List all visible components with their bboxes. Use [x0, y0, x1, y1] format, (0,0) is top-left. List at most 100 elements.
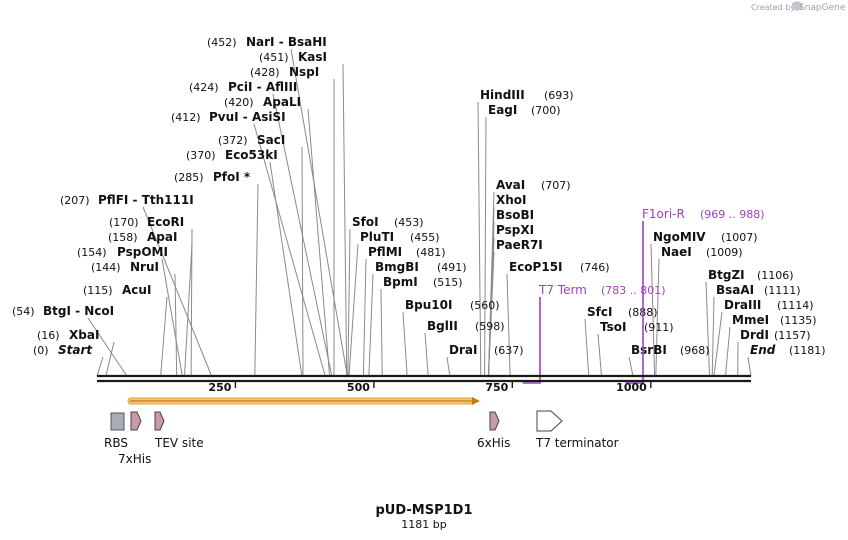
- ruler-tick-label: 750: [485, 381, 508, 394]
- site-name: DrdI: [740, 328, 769, 342]
- feature-6xhis: 6xHis: [477, 411, 510, 450]
- cut-line-pcii-afliii: [272, 93, 333, 377]
- site-position: (693): [544, 89, 574, 102]
- primer-binding-mark: [522, 297, 541, 384]
- snapgene-credit: Created by SnapGene: [751, 1, 846, 13]
- cut-line-pluti: [348, 243, 359, 377]
- ruler-tick-label: 500: [347, 381, 370, 394]
- site-position: (1181): [789, 344, 826, 357]
- site-name: Eco53kI: [225, 148, 278, 162]
- site-position: (144): [91, 261, 121, 274]
- site-end: End (1181): [750, 343, 826, 357]
- site-pflfi-tth111i: (207)PflFI - Tth111I: [60, 193, 194, 207]
- cut-line-bpu10i: [402, 311, 408, 377]
- site-name: Bpu10I: [405, 298, 452, 312]
- site-name: PflMI: [368, 245, 402, 259]
- site-labels: (0)Start(16)XbaI(54)BtgI - NcoI(115)AcuI…: [12, 35, 826, 357]
- site-position: (372): [218, 134, 248, 147]
- site-position: (16): [37, 329, 60, 342]
- site-position: (968): [680, 344, 710, 357]
- cut-line-bglii: [424, 332, 429, 377]
- feature-t7-terminator: T7 terminator: [535, 410, 619, 450]
- feature-tev-site-label: TEV site: [154, 436, 204, 450]
- site-name: End: [750, 343, 776, 357]
- site-acui: (115)AcuI: [83, 283, 151, 297]
- cut-line-ecori: [190, 228, 193, 377]
- site-position: (452): [207, 36, 237, 49]
- site-tsoi: TsoI(911): [600, 320, 674, 334]
- site-position: (170): [109, 216, 139, 229]
- ruler-tick-label: 1000: [616, 381, 647, 394]
- site-name: DraIII: [724, 298, 761, 312]
- feature-7xhis-label: 7xHis: [118, 452, 151, 466]
- site-name: TsoI: [600, 320, 626, 334]
- site-position: (0): [33, 344, 49, 357]
- cut-line-nrui: [174, 273, 178, 377]
- site-position: (424): [189, 81, 219, 94]
- site-position: (1135): [780, 314, 817, 327]
- primer-f1ori-r: F1ori-R(969 .. 988): [625, 207, 765, 384]
- site-drdi: DrdI(1157): [740, 328, 811, 342]
- site-name: PflFI - Tth111I: [98, 193, 194, 207]
- plasmid-length: 1181 bp: [401, 518, 446, 531]
- site-pspomi: (154)PspOMI: [77, 245, 168, 259]
- site-sfci: SfcI(888): [587, 305, 658, 319]
- site-pflmi: PflMI (481): [368, 245, 446, 259]
- site-pfoi: (285)PfoI *: [174, 170, 251, 184]
- site-nspi: (428)NspI: [250, 65, 319, 79]
- site-name: XhoI: [496, 193, 527, 207]
- site-name: NarI - BsaHI: [246, 35, 327, 49]
- site-apai: (158)ApaI: [108, 230, 177, 244]
- cut-lines: [87, 48, 752, 377]
- site-name: PaeR7I: [496, 238, 543, 252]
- site-ecori: (170) EcoRI: [109, 215, 184, 229]
- ruler-tick-250: 250: [208, 381, 237, 394]
- site-name: EcoP15I: [509, 260, 563, 274]
- cut-line-apali: [307, 108, 331, 377]
- primer-t7-term: T7 Term(783 .. 801): [522, 283, 666, 384]
- site-position: (158): [108, 231, 138, 244]
- site-name: HindIII: [480, 88, 525, 102]
- site-position: (481): [416, 246, 446, 259]
- feature-tev-site: TEV site: [154, 411, 204, 450]
- site-naei: NaeI (1009): [661, 245, 743, 259]
- site-name: EcoRI: [147, 215, 184, 229]
- site-name: KasI: [298, 50, 327, 64]
- site-kasi: (451) KasI: [259, 50, 327, 64]
- cut-line-pflfi-tth111i: [142, 206, 213, 377]
- cut-line-bpmi: [380, 288, 383, 377]
- cut-line-btgzi: [705, 281, 710, 377]
- plasmid-title: pUD-MSP1D1: [376, 503, 473, 518]
- site-pvui-asisi: (412)PvuI - AsiSI: [171, 110, 286, 124]
- cut-line-btgi-ncoi: [87, 317, 128, 377]
- site-name: BglII: [427, 319, 458, 333]
- sequence-backbone: [97, 374, 751, 383]
- site-nrui: (144)NruI: [91, 260, 159, 274]
- credit-brand: SnapGene: [799, 3, 846, 13]
- ruler: 250 500 750 1000: [208, 381, 652, 394]
- site-name: NaeI: [661, 245, 692, 259]
- site-btgzi: BtgZI(1106): [708, 268, 794, 282]
- site-bsaai: BsaAI(1111): [716, 283, 801, 297]
- cut-line-pflmi: [362, 258, 367, 377]
- ruler-tick-1000: 1000: [616, 381, 652, 394]
- site-position: (707): [541, 179, 571, 192]
- site-ecop15i: EcoP15I(746): [509, 260, 610, 274]
- site-bsobi: BsoBI: [496, 208, 534, 222]
- site-bpu10i: Bpu10I(560): [405, 298, 500, 312]
- site-bpmi: BpmI(515): [383, 275, 463, 289]
- site-position: (1009): [706, 246, 743, 259]
- site-position: (455): [410, 231, 440, 244]
- site-position: (515): [433, 276, 463, 289]
- site-name: BtgZI: [708, 268, 745, 282]
- site-mmei: MmeI(1135): [732, 313, 817, 327]
- cut-line-sfci: [584, 318, 590, 377]
- site-position: (451): [259, 51, 289, 64]
- site-name: SacI: [257, 133, 285, 147]
- site-name: DraI: [449, 343, 477, 357]
- site-name: BsrBI: [631, 343, 667, 357]
- site-position: (154): [77, 246, 107, 259]
- site-position: (637): [494, 344, 524, 357]
- cut-line-paer7i: [488, 251, 495, 377]
